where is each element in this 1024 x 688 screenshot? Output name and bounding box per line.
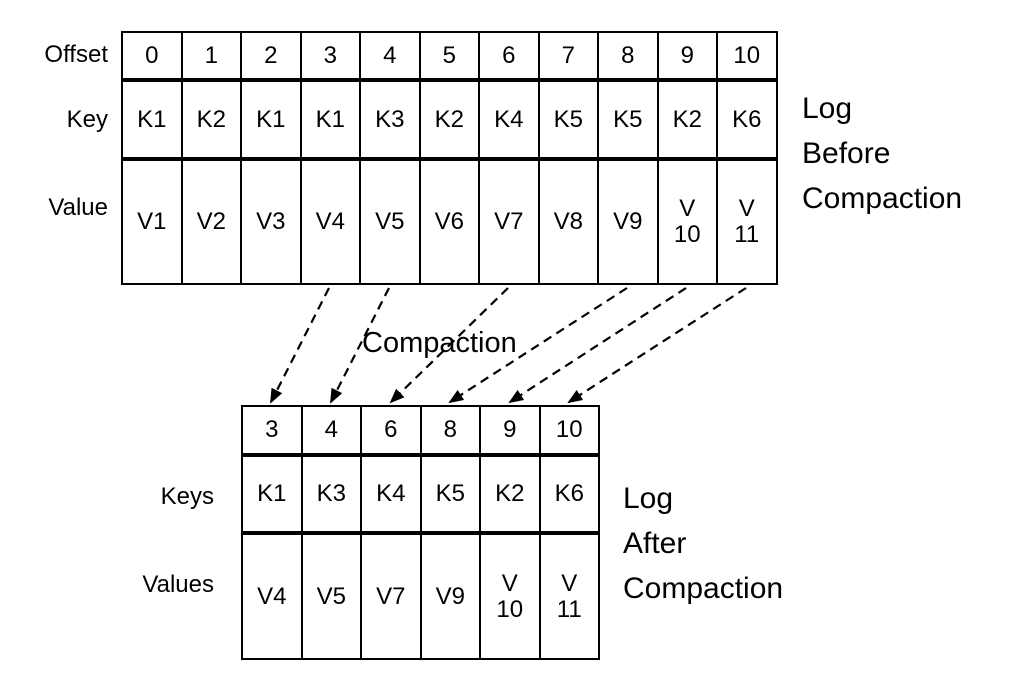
after-values-row-label: Values bbox=[142, 571, 214, 598]
compaction-arrow bbox=[567, 287, 747, 404]
offset-cell: 7 bbox=[537, 31, 599, 80]
value-cell: V7 bbox=[478, 159, 540, 285]
offset-cell: 10 bbox=[538, 405, 600, 455]
value-cell: V 10 bbox=[656, 159, 718, 285]
value-cell: V5 bbox=[300, 533, 362, 660]
before-key-row-label: Key bbox=[66, 106, 108, 133]
before-value-row: V1 V2 V3 V4 V5 V6 V7 V8 V9 V 10 V 11 bbox=[121, 159, 778, 285]
value-cell: V9 bbox=[597, 159, 659, 285]
key-cell: K2 bbox=[479, 455, 541, 533]
key-cell: K1 bbox=[121, 80, 183, 159]
offset-cell: 3 bbox=[241, 405, 303, 455]
value-cell: V 11 bbox=[538, 533, 600, 660]
offset-cell: 6 bbox=[478, 31, 540, 80]
log-after-compaction-label: Log After Compaction bbox=[623, 482, 784, 605]
offset-cell: 4 bbox=[359, 31, 421, 80]
offset-cell: 0 bbox=[121, 31, 183, 80]
value-cell: V6 bbox=[418, 159, 480, 285]
after-values-row: V4 V5 V7 V9 V 10 V 11 bbox=[241, 533, 600, 660]
value-cell: V5 bbox=[359, 159, 421, 285]
offset-cell: 9 bbox=[656, 31, 718, 80]
log-after-table: 3 4 6 8 9 10 K1 K3 K4 K5 K2 K6 V4 V5 V7 … bbox=[241, 405, 600, 660]
offset-cell: 9 bbox=[479, 405, 541, 455]
key-cell: K3 bbox=[300, 455, 362, 533]
offset-cell: 6 bbox=[360, 405, 422, 455]
value-cell: V 10 bbox=[479, 533, 541, 660]
compaction-label: Compaction bbox=[362, 327, 517, 359]
key-cell: K4 bbox=[360, 455, 422, 533]
before-offset-row-label: Offset bbox=[44, 41, 108, 68]
compaction-arrow bbox=[508, 287, 687, 404]
after-offset-row: 3 4 6 8 9 10 bbox=[241, 405, 600, 455]
offset-cell: 2 bbox=[240, 31, 302, 80]
after-keys-row: K1 K3 K4 K5 K2 K6 bbox=[241, 455, 600, 533]
key-cell: K6 bbox=[716, 80, 778, 159]
value-cell: V8 bbox=[537, 159, 599, 285]
offset-cell: 3 bbox=[299, 31, 361, 80]
key-cell: K1 bbox=[299, 80, 361, 159]
key-cell: K5 bbox=[597, 80, 659, 159]
offset-cell: 8 bbox=[419, 405, 481, 455]
key-cell: K5 bbox=[419, 455, 481, 533]
key-cell: K4 bbox=[478, 80, 540, 159]
value-cell: V3 bbox=[240, 159, 302, 285]
offset-cell: 4 bbox=[300, 405, 362, 455]
key-cell: K3 bbox=[359, 80, 421, 159]
value-cell: V9 bbox=[419, 533, 481, 660]
before-key-row: K1 K2 K1 K1 K3 K2 K4 K5 K5 K2 K6 bbox=[121, 80, 778, 159]
compaction-arrow bbox=[270, 287, 330, 404]
before-value-row-label: Value bbox=[48, 194, 108, 221]
key-cell: K5 bbox=[537, 80, 599, 159]
offset-cell: 10 bbox=[716, 31, 778, 80]
value-cell: V4 bbox=[299, 159, 361, 285]
key-cell: K2 bbox=[180, 80, 242, 159]
value-cell: V4 bbox=[241, 533, 303, 660]
key-cell: K1 bbox=[240, 80, 302, 159]
key-cell: K1 bbox=[241, 455, 303, 533]
log-before-table: 0 1 2 3 4 5 6 7 8 9 10 K1 K2 K1 K1 K3 K2… bbox=[121, 31, 778, 285]
key-cell: K2 bbox=[656, 80, 718, 159]
value-cell: V 11 bbox=[716, 159, 778, 285]
key-cell: K6 bbox=[538, 455, 600, 533]
after-keys-row-label: Keys bbox=[160, 483, 214, 510]
key-cell: K2 bbox=[418, 80, 480, 159]
before-offset-row: 0 1 2 3 4 5 6 7 8 9 10 bbox=[121, 31, 778, 80]
value-cell: V7 bbox=[360, 533, 422, 660]
log-before-compaction-label: Log Before Compaction bbox=[802, 92, 963, 215]
value-cell: V1 bbox=[121, 159, 183, 285]
value-cell: V2 bbox=[180, 159, 242, 285]
offset-cell: 8 bbox=[597, 31, 659, 80]
offset-cell: 5 bbox=[418, 31, 480, 80]
offset-cell: 1 bbox=[180, 31, 242, 80]
